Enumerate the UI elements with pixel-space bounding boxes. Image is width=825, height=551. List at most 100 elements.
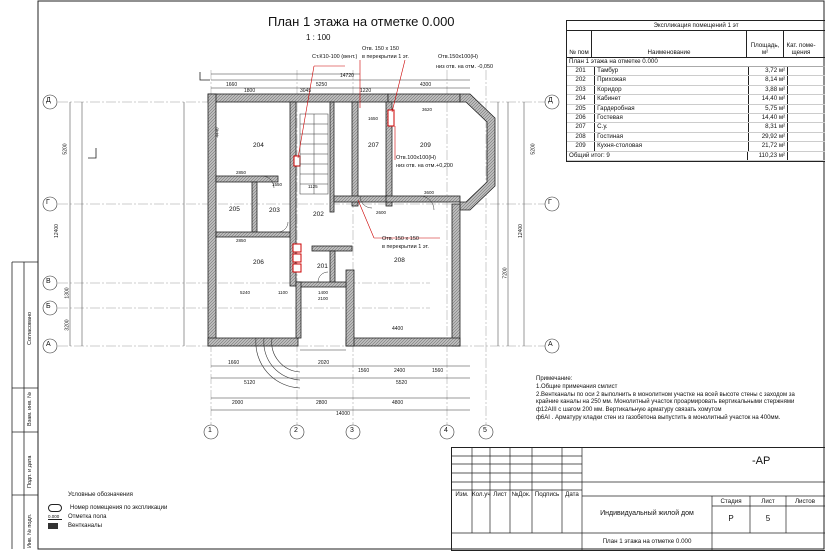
room-num-cell: 206 — [567, 113, 596, 123]
room-num-cell: 202 — [567, 76, 596, 85]
room-area-cell: 8,31 м² — [749, 123, 789, 132]
explication-subheader: План 1 этажа на отметке 0.000 — [567, 58, 825, 67]
room-area-cell: 5,75 м² — [749, 104, 789, 113]
axis-label-a: А — [46, 341, 51, 348]
dim-text: 1800 — [244, 88, 256, 94]
total-area: 110,23 м² — [748, 151, 789, 160]
room-num-cell: 208 — [567, 132, 596, 142]
legend-item: Вентканалы — [48, 521, 167, 530]
room-area-cell: 8,14 м² — [749, 76, 789, 85]
dim-text: 1550 — [272, 182, 283, 187]
dim-text: 4300 — [420, 82, 432, 88]
room-area-cell: 29,92 м² — [749, 132, 789, 142]
room-name-cell: Гостевая — [595, 113, 749, 123]
dim-text: 4400 — [392, 326, 404, 332]
explication-total-row: Общий итог: 9 110,23 м² — [567, 151, 825, 161]
room-number: 206 — [253, 259, 264, 266]
room-category-cell — [788, 142, 825, 150]
note-line: 2.Вентканалы по оси 2 выполнить в моноли… — [536, 391, 795, 398]
room-num-cell: 205 — [567, 104, 596, 113]
tb-col-izm: Изм. — [455, 491, 469, 498]
room-category-cell — [788, 95, 825, 103]
room-num-cell: 207 — [567, 123, 596, 132]
tb-sheet-value: 5 — [765, 514, 771, 523]
room-num-cell: 203 — [567, 85, 596, 95]
dim-text: 1100 — [278, 290, 288, 295]
dim-text: 5200 — [62, 143, 69, 155]
axis-label-d: Д — [46, 97, 51, 104]
room-name-cell: Прихожая — [595, 76, 749, 85]
dim-text: 1650 — [368, 116, 379, 121]
notes-heading: Примечание: — [536, 376, 573, 382]
dim-text: 5120 — [244, 380, 256, 386]
header-num: № пом — [567, 31, 592, 57]
callout-opening: Отв. 150 x 150 — [362, 46, 399, 52]
room-number: 208 — [394, 257, 405, 264]
dim-text: 1660 — [228, 360, 240, 366]
room-category-cell — [788, 67, 825, 75]
room-name-cell: Кухня-столовая — [595, 142, 749, 151]
axis-label-b: Б — [46, 303, 51, 310]
tb-col-doc: №Док. — [511, 491, 531, 498]
tb-col-date: Дата — [565, 491, 579, 498]
room-category-cell — [788, 86, 825, 94]
axis-label-a-right: А — [548, 341, 553, 348]
entrance-porch — [255, 337, 346, 389]
callout-vent-note: Ст.К10-100 (вент.) — [312, 54, 358, 60]
dim-text: 7200 — [502, 267, 509, 279]
room-area-cell: 3,88 м² — [749, 85, 789, 95]
axis-label-d-right: Д — [548, 97, 553, 104]
staircase — [299, 113, 329, 195]
dim-text: 2020 — [318, 360, 330, 366]
section-marks — [88, 72, 210, 159]
dim-text: 2400 — [394, 368, 406, 374]
dim-text: 3200 — [64, 319, 71, 331]
note-line: ф6АI . Арматуру кладки стен из газобетон… — [536, 414, 781, 421]
room-area-cell: 3,72 м² — [749, 67, 789, 76]
dim-text: 3600 — [424, 190, 435, 195]
room-category-cell — [788, 105, 825, 113]
dim-text: 1660 — [226, 82, 238, 88]
room-num-cell: 201 — [567, 67, 596, 76]
project-name: Индивидуальный жилой дом — [600, 510, 694, 517]
room-name-cell: Кабинет — [595, 95, 749, 104]
room-category-cell — [788, 76, 825, 84]
room-number: 205 — [229, 206, 240, 213]
legend-heading: Условные обозначения — [68, 492, 133, 498]
room-num-cell: 209 — [567, 142, 596, 151]
room-number: 202 — [313, 211, 324, 218]
room-num-cell: 204 — [567, 95, 596, 104]
room-category-cell — [788, 123, 825, 131]
axis-label-2: 2 — [294, 427, 298, 434]
walls — [207, 93, 496, 347]
room-name-cell: С.у. — [595, 123, 749, 132]
legend: Условные обозначения Номер помещения по … — [48, 492, 167, 530]
doors — [261, 175, 435, 283]
dim-text: 3045 — [300, 88, 312, 94]
dim-text: 2850 — [236, 170, 247, 175]
drawing-title: План 1 этажа на отметке 0.000 — [268, 14, 455, 29]
axis-bubbles — [42, 94, 560, 440]
dim-text: 14000 — [336, 411, 350, 417]
tb-sheets-label: Листов — [794, 498, 816, 505]
legend-item: Номер помещения по экспликации — [48, 503, 167, 512]
general-notes: Примечание: 1.Общие примечания смлист 2.… — [536, 376, 824, 423]
dim-text: 1400 — [318, 290, 329, 295]
axis-label-v: В — [46, 278, 51, 285]
dim-text: 1220 — [360, 88, 372, 94]
room-number: 209 — [420, 142, 431, 149]
dim-text: 14720 — [340, 73, 354, 79]
room-name-cell: Коридор — [595, 85, 749, 95]
axis-label-1: 1 — [208, 427, 212, 434]
